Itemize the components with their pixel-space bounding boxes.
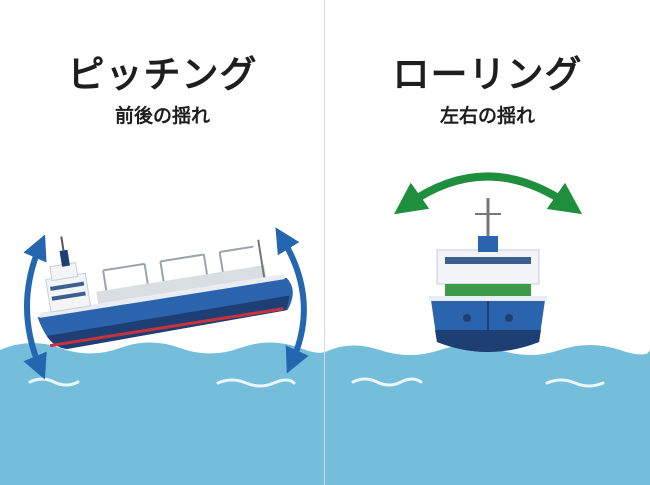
sea <box>325 345 650 485</box>
wave-highlight <box>351 377 423 387</box>
cargo-ship-front <box>429 198 547 352</box>
rolling-subtitle: 左右の揺れ <box>439 105 535 127</box>
pitching-subtitle: 前後の揺れ <box>114 105 210 127</box>
wave-highlight <box>545 378 605 388</box>
wave-highlight <box>216 378 296 388</box>
rolling-panel: ローリング 左右の揺れ <box>325 0 650 485</box>
pitching-panel: ピッチング 前後の揺れ <box>0 53 325 485</box>
pitching-title: ピッチング <box>67 53 258 96</box>
cargo-ship-tilted <box>37 236 293 350</box>
roll-arrow <box>393 172 583 215</box>
pitch-arrow-right <box>275 227 309 374</box>
rolling-scene <box>325 172 650 485</box>
sea <box>0 342 325 485</box>
pitching-scene <box>0 227 325 485</box>
rolling-title: ローリング <box>392 53 583 96</box>
pitch-arrow-left <box>23 234 47 380</box>
panel-divider <box>324 0 325 485</box>
